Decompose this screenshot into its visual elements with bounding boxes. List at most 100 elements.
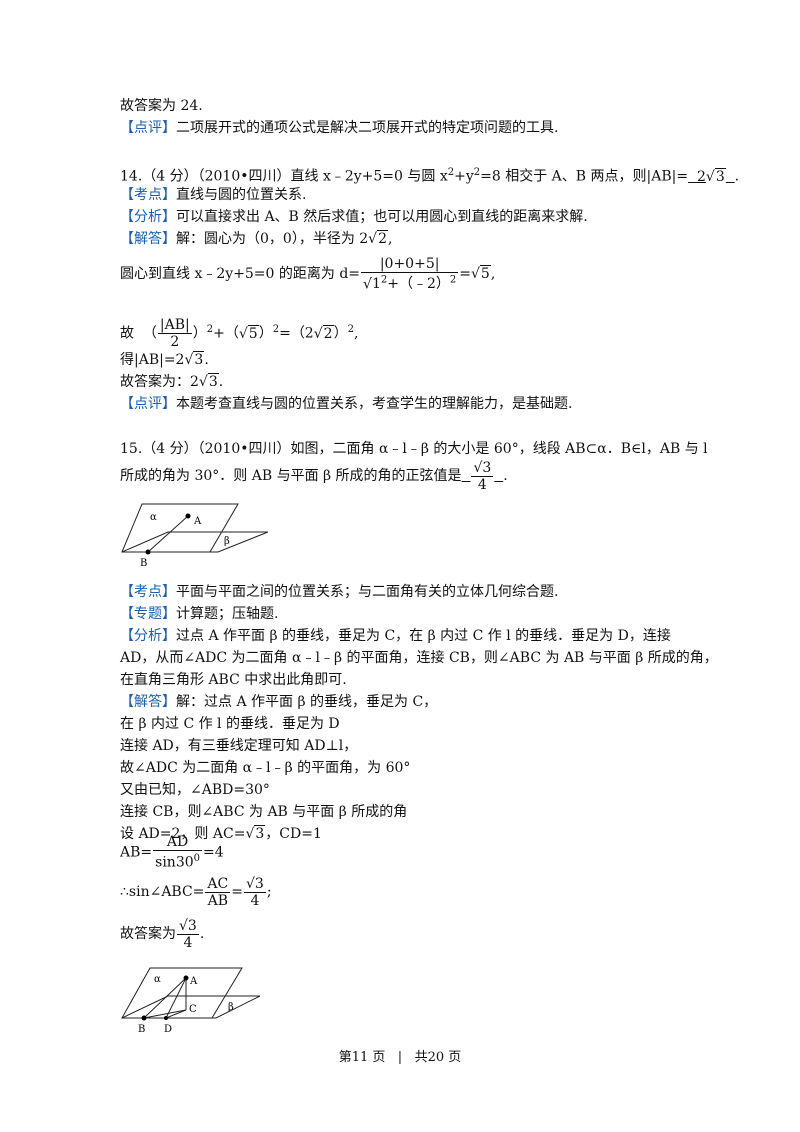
- dihedral-figure-1: α A β B: [121, 503, 269, 569]
- q14-stem-c: =8 相交于 A、B 两点，则|AB|=: [480, 168, 689, 185]
- ab-half: |AB|2: [157, 317, 192, 351]
- comment-line-13: 【点评】二项展开式的通项公式是解决二项展开式的特定项问题的工具.: [120, 118, 558, 138]
- q15-solution-1: 【解答】解：过点 A 作平面 β 的垂线，垂足为 C，: [120, 692, 437, 712]
- analysis-tag: 【分析】: [120, 209, 176, 225]
- eq-right: （2: [290, 325, 314, 342]
- dist-prefix: 圆心到直线 x﹣2y+5=0 的距离为 d=: [120, 266, 361, 282]
- q15-analysis-3: 在直角三角形 ABC 中求出此角即可.: [120, 672, 347, 688]
- point-tag: 【考点】: [120, 187, 176, 203]
- analysis-tag: 【分析】: [120, 628, 176, 644]
- sin-den: AB: [207, 892, 229, 909]
- q15-solution-2: 在 β 内过 C 作 l 的垂线．垂足为 D: [120, 716, 340, 732]
- ab-abs: |AB|: [157, 317, 192, 335]
- topic-tag: 【专题】: [120, 606, 176, 622]
- q15-solution-5: 又由已知，∠ABD=30°: [120, 782, 270, 798]
- rad: 2: [377, 230, 389, 247]
- final-text: 故答案为: [120, 926, 176, 942]
- rad: 3: [207, 373, 219, 390]
- sin-num: AC: [205, 875, 231, 893]
- sqrt: √3: [245, 825, 266, 842]
- get-line: 得|AB|=2: [120, 352, 185, 368]
- page-footer: 第11 页 | 共20 页: [0, 1046, 800, 1065]
- sup-2: 2: [447, 167, 455, 178]
- analysis-text: 过点 A 作平面 β 的垂线，垂足为 C，在 β 内过 C 作 l 的垂线．垂足…: [176, 628, 671, 644]
- ab-prefix: AB=: [120, 844, 153, 861]
- q14-answer: 2√3: [688, 167, 735, 185]
- sqrt: √3: [705, 167, 726, 185]
- dist-eq: =: [459, 266, 471, 282]
- final-num: √3: [177, 917, 199, 935]
- sqrt: √5: [471, 265, 491, 282]
- q14-point: 【考点】直线与圆的位置关系.: [120, 185, 306, 205]
- rad: 3: [187, 917, 197, 934]
- comment-text: 二项展开式的通项公式是解决二项展开式的特定项问题的工具.: [176, 120, 559, 136]
- sqrt: √3: [198, 373, 219, 390]
- alpha-label: α: [150, 512, 157, 523]
- sol7-a: 设 AD=2，则 AC=: [120, 826, 246, 842]
- rad: 3: [193, 351, 205, 368]
- rad: 5: [247, 324, 259, 342]
- q14-stem-b: +y: [454, 168, 474, 185]
- q14-get: 得|AB|=2√3.: [120, 351, 209, 368]
- point-C: C: [189, 1004, 197, 1015]
- comment-tag: 【点评】: [120, 120, 176, 136]
- rad: 3: [254, 825, 266, 842]
- rad: 3: [254, 875, 264, 892]
- comment-tag: 【点评】: [120, 396, 176, 412]
- dist-den-a: 1: [371, 276, 381, 293]
- solution-text: 解：过点 A 作平面 β 的垂线，垂足为 C，: [176, 694, 438, 710]
- topic-text: 计算题；压轴题.: [176, 606, 279, 622]
- rad: 3: [482, 459, 492, 476]
- dihedral-figure-2: α A C β B D: [121, 967, 261, 1035]
- dist-fraction: |0+0+5|√12+（﹣2）2: [361, 256, 459, 293]
- comment-text: 本题考查直线与圆的位置关系，考查学生的理解能力，是基础题.: [176, 396, 573, 412]
- q14-final: 故答案为：2√3.: [120, 373, 224, 390]
- dist-den: √12+（﹣2）2: [363, 274, 457, 293]
- sqrt: √3: [184, 351, 205, 368]
- beta-label: β: [228, 1002, 234, 1013]
- point-text: 直线与圆的位置关系.: [176, 187, 307, 203]
- q15-solution-6: 连接 CB，则∠ABC 为 AB 与平面 β 所成的角: [120, 804, 408, 820]
- point-A: A: [193, 516, 202, 527]
- q15-stem-1: 15.（4 分）（2010•四川）如图，二面角 α﹣l﹣β 的大小是 60°，线…: [120, 441, 708, 457]
- sqrt: √2: [368, 230, 389, 247]
- q14-distance: 圆心到直线 x﹣2y+5=0 的距离为 d=|0+0+5|√12+（﹣2）2=√…: [120, 255, 496, 293]
- stem2: 所成的角为 30°．则 AB 与平面 β 所成的角的正弦值是: [120, 468, 462, 484]
- sup-2: 2: [473, 167, 481, 178]
- final-text: 故答案为：2: [120, 374, 199, 390]
- answer-num: √3: [471, 459, 494, 477]
- ab-den: 2: [170, 334, 180, 351]
- total-pages: 共20 页: [414, 1050, 462, 1065]
- point-B: B: [140, 558, 147, 569]
- solution-tag: 【解答】: [120, 694, 176, 710]
- dist-den-rad: 12+（﹣2）2: [371, 274, 457, 293]
- q14-solution: 【解答】解：圆心为（0，0），半径为 2√2,: [120, 230, 393, 247]
- q14-answer-rad: 3: [714, 167, 726, 185]
- q15-solution-4: 故∠ADC 为二面角 α﹣l﹣β 的平面角，为 60°: [120, 760, 411, 776]
- solution-text: 解：圆心为（0，0），半径为 2: [176, 231, 369, 247]
- alpha-label: α: [154, 974, 161, 985]
- q14-comment: 【点评】本题考查直线与圆的位置关系，考查学生的理解能力，是基础题.: [120, 394, 572, 414]
- point-B: B: [138, 1024, 145, 1035]
- sqrt: √5: [238, 324, 259, 342]
- answer-line-13: 故答案为 24.: [120, 98, 203, 114]
- footer-separator: |: [397, 1050, 403, 1065]
- q14-analysis: 【分析】可以直接求出 A、B 然后求值；也可以用圆心到直线的距离来求解.: [120, 207, 588, 227]
- ab-res: =4: [203, 844, 224, 861]
- q14-stem-a: 14.（4 分）（2010•四川）直线 x﹣2y+5=0 与圆 x: [120, 168, 448, 185]
- q15-analysis-1: 【分析】过点 A 作平面 β 的垂线，垂足为 C，在 β 内过 C 作 l 的垂…: [120, 626, 671, 646]
- page-number: 第11 页: [338, 1050, 386, 1065]
- sin-prefix: ∴sin∠ABC=: [120, 884, 205, 900]
- beta-label: β: [224, 536, 230, 547]
- q15-solution-3: 连接 AD，有三垂线定理可知 AD⊥l，: [120, 738, 358, 754]
- q14-stem: 14.（4 分）（2010•四川）直线 x﹣2y+5=0 与圆 x2+y2=8 …: [120, 167, 740, 185]
- rad: 5: [479, 265, 491, 282]
- analysis-text: 可以直接求出 A、B 然后求值；也可以用圆心到直线的距离来求解.: [176, 209, 588, 225]
